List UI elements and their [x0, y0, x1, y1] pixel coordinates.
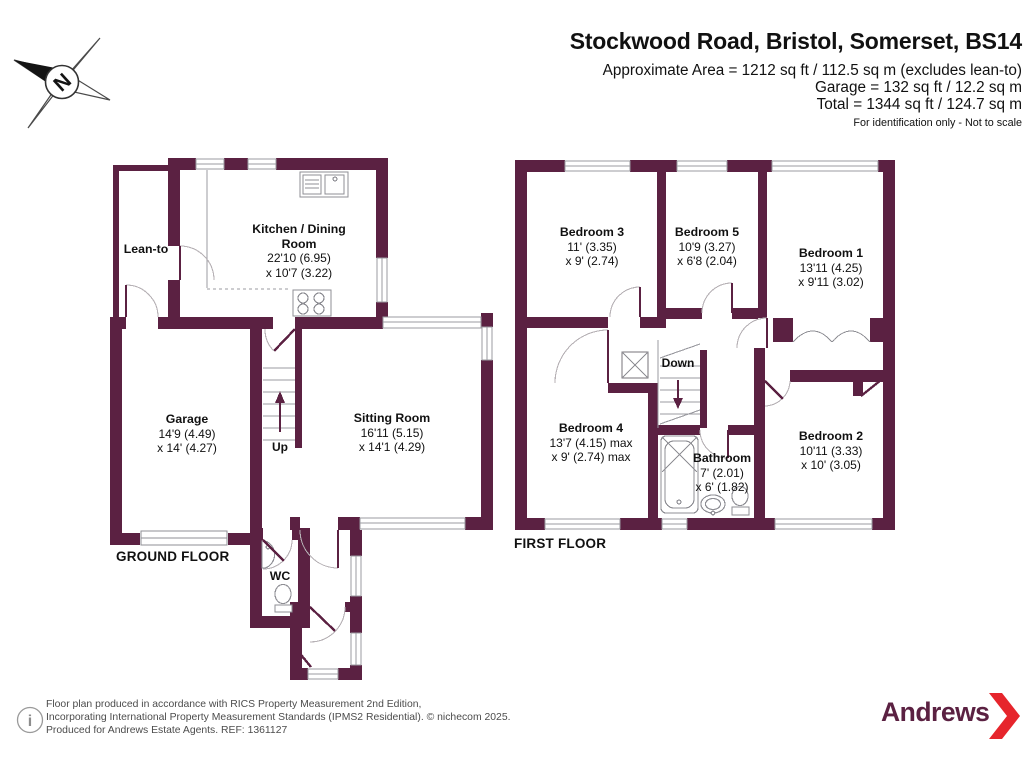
room-label-sitting-room: Sitting Room 16'11 (5.15) x 14'1 (4.29): [353, 411, 431, 454]
page-title: Stockwood Road, Bristol, Somerset, BS14: [569, 28, 1023, 54]
first-doors: [554, 282, 791, 459]
svg-text:i: i: [28, 713, 32, 730]
stairs-down-label: Down: [661, 356, 695, 370]
toilet-icon: [731, 485, 750, 516]
info-circle-icon: i: [16, 706, 44, 734]
garage-door-icon: [140, 530, 228, 546]
footer-line3: Produced for Andrews Estate Agents. REF:…: [46, 724, 288, 736]
room-label-garage: Garage 14'9 (4.49) x 14' (4.27): [157, 412, 217, 455]
first-floor-plan: [515, 160, 895, 530]
room-label-kitchen-dining: Kitchen / Dining Room 22'10 (6.95) x 10'…: [252, 222, 346, 280]
room-label-bathroom: Bathroom 7' (2.01) x 6' (1.82): [692, 451, 752, 494]
room-label-bedroom1: Bedroom 1 13'11 (4.25) x 9'11 (3.02): [798, 246, 864, 289]
first-windows: [544, 160, 879, 530]
bath-icon: [660, 435, 699, 514]
footer-disclaimer: Floor plan produced in accordance with R…: [46, 699, 511, 738]
room-label-bedroom3: Bedroom 3 11' (3.35) x 9' (2.74): [559, 225, 625, 268]
room-label-bedroom2: Bedroom 2 10'11 (3.33) x 10' (3.05): [798, 429, 864, 472]
garage-area: Garage = 132 sq ft / 12.2 sq m: [814, 79, 1022, 96]
disclaimer: For identification only - Not to scale: [853, 117, 1022, 129]
ground-walls: [110, 158, 493, 680]
approximate-area: Approximate Area = 1212 sq ft / 112.5 sq…: [602, 62, 1022, 79]
staircase-up-icon: [263, 367, 295, 441]
bedroom2-recess: [860, 379, 882, 397]
kitchen-sink-icon: [299, 171, 349, 198]
ground-doors: [124, 245, 346, 668]
staircase-down-icon: [657, 340, 701, 428]
footer-line2: Incorporating International Property Mea…: [46, 711, 511, 723]
footer-line1: Floor plan produced in accordance with R…: [46, 699, 422, 710]
header: Stockwood Road, Bristol, Somerset, BS14 …: [569, 28, 1023, 129]
wc-toilet-icon: [274, 583, 293, 613]
brand-arrow-icon: [989, 693, 1020, 739]
compass-north-icon: N: [13, 37, 111, 129]
room-label-bedroom5: Bedroom 5 10'9 (3.27) x 6'8 (2.04): [674, 225, 740, 268]
ground-floor-label: GROUND FLOOR: [116, 549, 230, 564]
basin-icon: [700, 494, 726, 516]
ground-windows: [195, 158, 493, 680]
first-walls: [515, 160, 895, 530]
brand-logo-text: Andrews: [881, 697, 990, 727]
stairs-up-label: Up: [272, 440, 288, 454]
first-floor-label: FIRST FLOOR: [514, 536, 607, 551]
total-area: Total = 1344 sq ft / 124.7 sq m: [816, 96, 1022, 113]
room-label-bedroom4: Bedroom 4 13'7 (4.15) max x 9' (2.74) ma…: [549, 421, 633, 464]
room-label-wc: WC: [269, 569, 291, 583]
ground-floor-plan: [110, 158, 493, 680]
room-label-lean-to: Lean-to: [123, 242, 169, 256]
airing-cupboard-icon: [621, 351, 649, 379]
hob-icon: [292, 289, 332, 317]
kitchen-counter: [206, 170, 291, 290]
wardrobe-icon: [792, 330, 871, 343]
